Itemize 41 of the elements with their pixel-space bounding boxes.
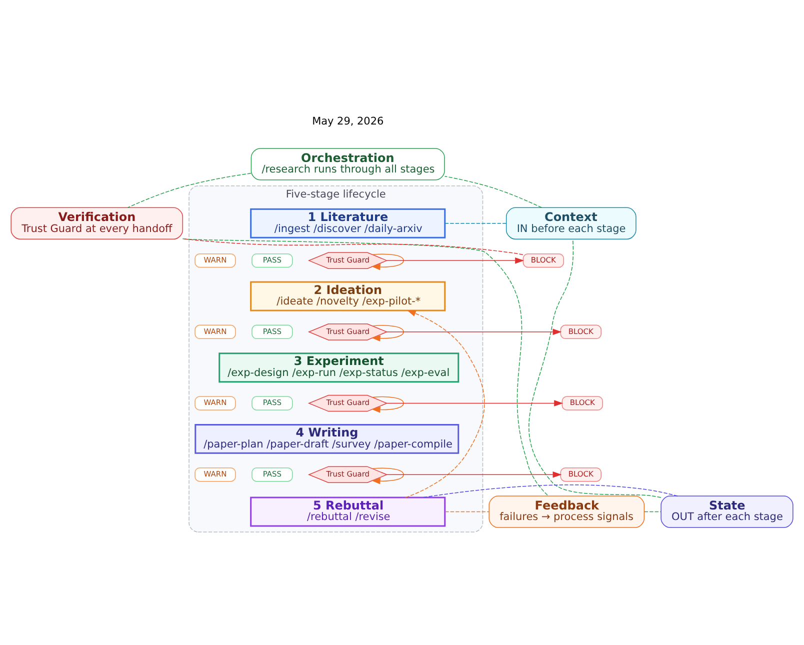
node-box: PASS bbox=[252, 252, 293, 268]
node-box: PASS bbox=[252, 396, 293, 410]
node-box: 3 Experiment /exp-design /exp-run /exp-status /exp-eval bbox=[218, 352, 460, 382]
node-box: BLOCK bbox=[560, 467, 602, 482]
node-box: WARN bbox=[194, 396, 236, 410]
node-box: BLOCK bbox=[562, 396, 603, 410]
arrow bbox=[386, 470, 562, 478]
arrow bbox=[405, 310, 485, 498]
node-box: PASS bbox=[252, 467, 293, 482]
connector bbox=[182, 238, 549, 496]
node-box: 4 Writing /paper-plan /paper-draft /survey /paper-compile bbox=[194, 423, 460, 454]
connector bbox=[182, 238, 524, 255]
node-box: 2 Ideation /ideate /novelty /exp-pilot-* bbox=[250, 280, 446, 311]
arrow bbox=[386, 256, 524, 264]
connector bbox=[528, 238, 662, 498]
arrow bbox=[371, 467, 404, 484]
connector bbox=[422, 484, 678, 498]
label: May 29, 2026 bbox=[312, 114, 384, 127]
node-box: Feedback failures → process signals bbox=[488, 495, 645, 528]
connector bbox=[444, 175, 542, 208]
node-box: PASS bbox=[252, 324, 293, 339]
arrow bbox=[371, 253, 404, 270]
node-box: 5 Rebuttal /rebuttal /revise bbox=[250, 496, 446, 526]
node-box: State OUT after each stage bbox=[660, 495, 794, 528]
arrow bbox=[371, 396, 404, 412]
node-box: Verification Trust Guard at every handoff bbox=[10, 206, 184, 239]
arrow bbox=[386, 400, 564, 406]
node-box: BLOCK bbox=[560, 324, 602, 339]
arrow bbox=[371, 324, 404, 341]
node-box: 1 Literature /ingest /discover /daily-arxiv bbox=[250, 208, 446, 238]
node-box: WARN bbox=[194, 252, 236, 268]
node-box: Orchestration /research runs through all stages bbox=[250, 148, 445, 180]
node-box: BLOCK bbox=[522, 252, 564, 268]
connector bbox=[644, 510, 662, 512]
node-box: Context IN before each stage bbox=[506, 206, 636, 239]
arrow bbox=[386, 328, 562, 335]
connector bbox=[127, 172, 252, 208]
node-box: WARN bbox=[194, 324, 236, 339]
connector bbox=[444, 510, 490, 512]
connector bbox=[444, 222, 507, 224]
node-box: WARN bbox=[194, 467, 236, 482]
